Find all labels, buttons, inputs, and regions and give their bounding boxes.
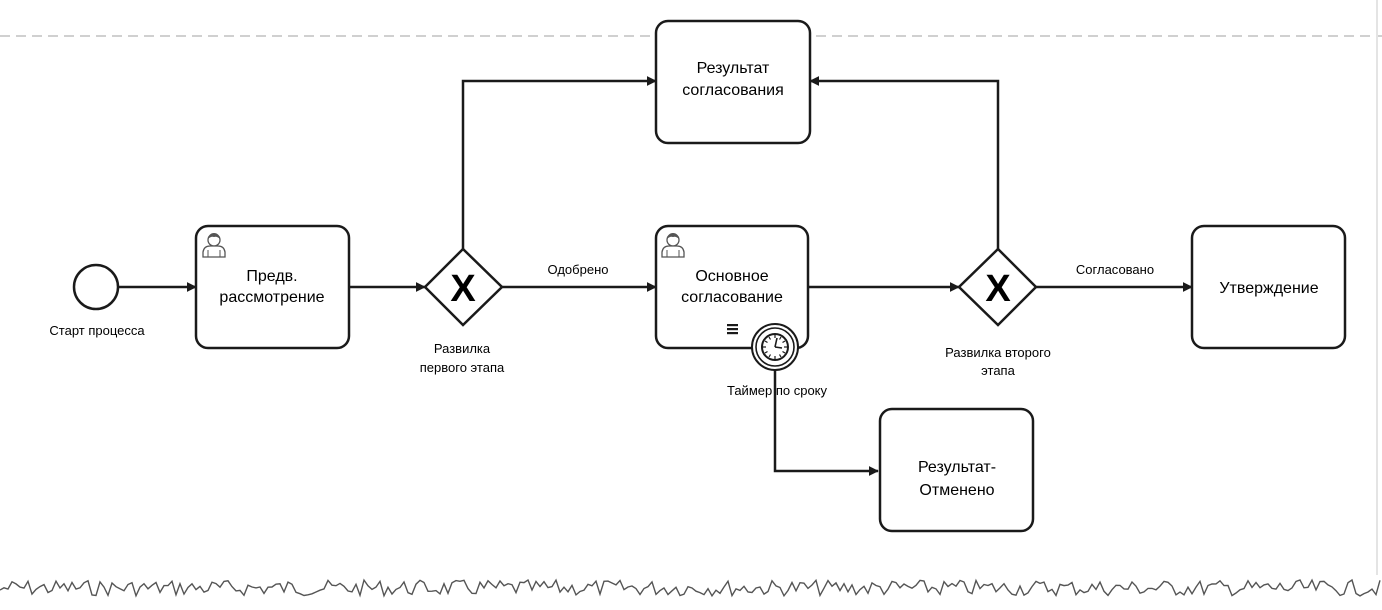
exclusive-gateway-x-icon: X [985,268,1011,310]
flow-approved-label: Одобрено [548,262,609,277]
gateway-first-stage-label-line2: первого этапа [420,360,505,375]
timer-event-label: Таймер по сроку [727,383,828,398]
gateway-first-stage-label-line1: Развилка [434,341,491,356]
task-cancelled-result-label-line1: Результат- [918,459,996,476]
task-prelim-review-label-line1: Предв. [246,268,297,285]
flow-gateway2-to-result[interactable] [809,76,1000,249]
task-approval-result-label-line2: согласования [682,82,784,99]
start-event-label: Старт процесса [49,323,145,338]
multi-instance-marker-icon [727,324,738,335]
flow-agreed-label: Согласовано [1076,262,1154,277]
task-main-approval-label-line1: Основное [695,268,768,285]
task-approval-label: Утверждение [1219,280,1318,297]
gateway-second-stage[interactable]: X [957,247,1038,327]
user-icon [661,233,685,258]
flow-timer-to-cancelled[interactable] [773,370,879,476]
task-prelim-review-label-line2: рассмотрение [219,289,324,306]
exclusive-gateway-x-icon: X [450,268,476,310]
torn-bottom-edge [0,578,1381,598]
task-cancelled-result-label-line2: Отменено [919,482,994,499]
task-approval[interactable]: Утверждение [1190,224,1347,350]
task-cancelled-result[interactable]: Результат- Отменено [878,407,1035,533]
task-main-approval-label-line2: согласование [681,289,783,306]
start-event[interactable] [72,263,120,311]
gateway-second-stage-label-line1: Развилка второго [945,345,1051,360]
timer-boundary-event[interactable] [751,323,799,371]
gateway-second-stage-label-line2: этапа [981,363,1015,378]
task-main-approval[interactable]: Основное согласование [654,224,810,350]
task-approval-result[interactable]: Результат согласования [654,19,812,145]
task-prelim-review[interactable]: Предв. рассмотрение [194,224,351,350]
flow-gateway1-to-result[interactable] [461,76,657,249]
task-approval-result-label-line1: Результат [697,60,770,77]
gateway-first-stage[interactable]: X [423,247,504,327]
user-icon [202,233,226,258]
clock-icon [761,333,789,361]
